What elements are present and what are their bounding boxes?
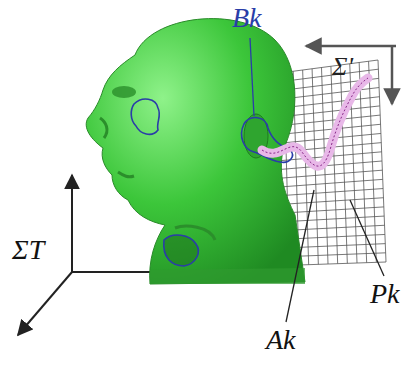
region-outlines [131,99,292,266]
leader-lines [286,190,384,322]
leader-lines [250,38,254,116]
grid-line [268,170,383,179]
symbol-label: Pk [370,280,400,308]
symbol-label: Bk [232,4,262,32]
symbol-label: Σ' [332,54,353,80]
symbol-label: Ak [266,326,296,354]
grid-line [268,179,383,188]
symbol-label: ΣT [12,236,44,264]
projected-curve [262,78,368,166]
camera-frame-axes [306,46,396,104]
